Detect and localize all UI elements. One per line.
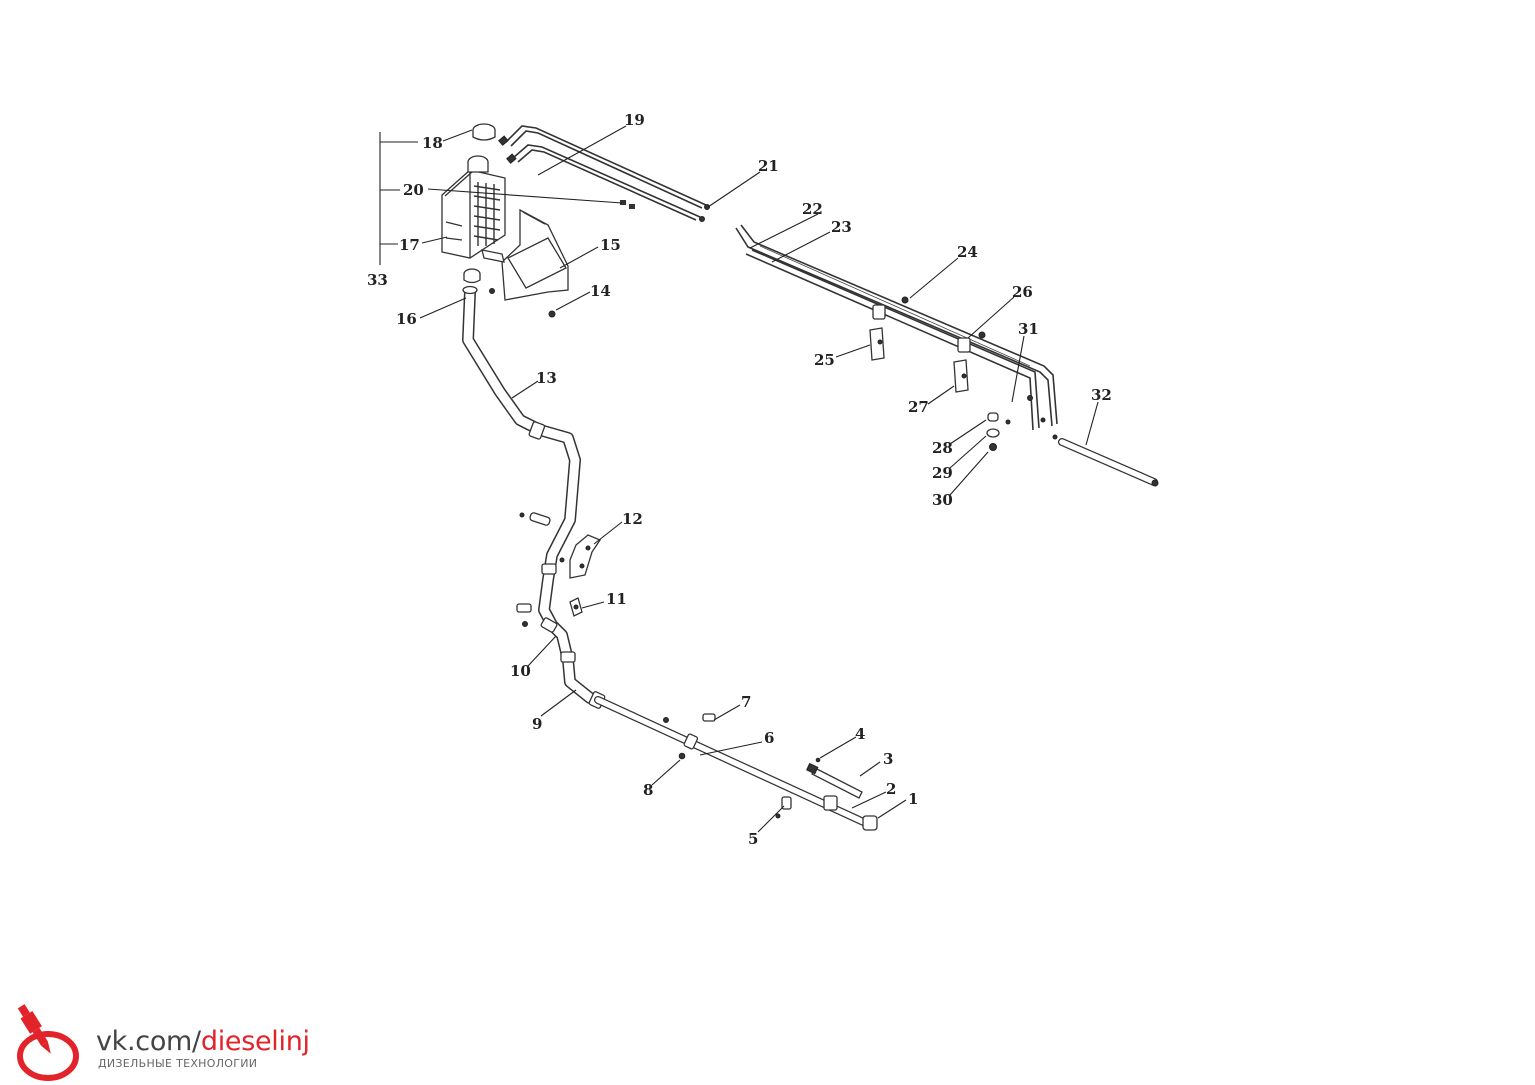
label-part-20: 20 — [403, 181, 424, 199]
label-part-7: 7 — [741, 693, 751, 711]
label-part-16: 16 — [396, 310, 417, 328]
label-part-23: 23 — [831, 218, 852, 236]
expansion-tank — [441, 155, 506, 259]
watermark-url-accent: dieselinj — [200, 1026, 310, 1057]
label-part-13: 13 — [536, 369, 557, 387]
watermark: vk.com/dieselinj ДИЗЕЛЬНЫЕ ТЕХНОЛОГИИ — [14, 1000, 314, 1084]
label-part-33: 33 — [367, 271, 388, 289]
label-part-18: 18 — [422, 134, 443, 152]
injector-logo-icon — [17, 1004, 79, 1081]
label-part-26: 26 — [1012, 283, 1033, 301]
radiator-cap — [472, 123, 496, 141]
small-parts-bottom — [678, 713, 863, 819]
label-part-2: 2 — [886, 780, 896, 798]
label-part-21: 21 — [758, 157, 779, 175]
assembly-bracket — [379, 132, 418, 265]
label-part-30: 30 — [932, 491, 953, 509]
label-part-9: 9 — [532, 715, 542, 733]
label-part-5: 5 — [748, 830, 758, 848]
label-part-28: 28 — [932, 439, 953, 457]
heater-pipes — [498, 125, 710, 222]
label-part-4: 4 — [855, 725, 865, 743]
label-part-15: 15 — [600, 236, 621, 254]
label-part-12: 12 — [622, 510, 643, 528]
label-part-1: 1 — [908, 790, 918, 808]
rail-fittings — [869, 296, 1046, 451]
watermark-url-prefix: vk.com/ — [96, 1026, 201, 1057]
loose-fittings — [516, 512, 551, 627]
label-part-17: 17 — [399, 236, 420, 254]
label-part-8: 8 — [643, 781, 653, 799]
tank-outlet-clamp — [463, 268, 481, 284]
part-labels: 1 2 3 4 5 6 7 8 9 10 11 12 13 14 15 16 1… — [367, 111, 1112, 848]
hose-clip — [569, 597, 583, 617]
label-part-14: 14 — [590, 282, 611, 300]
label-part-25: 25 — [814, 351, 835, 369]
watermark-subtitle: ДИЗЕЛЬНЫЕ ТЕХНОЛОГИИ — [98, 1057, 258, 1070]
label-part-10: 10 — [510, 662, 531, 680]
label-part-24: 24 — [957, 243, 978, 261]
label-part-29: 29 — [932, 464, 953, 482]
label-part-19: 19 — [624, 111, 645, 129]
hose-bracket — [559, 534, 601, 579]
leader-lines — [419, 125, 1099, 833]
label-part-31: 31 — [1018, 320, 1039, 338]
label-part-6: 6 — [764, 729, 774, 747]
lower-hose — [462, 285, 606, 709]
label-part-22: 22 — [802, 200, 823, 218]
bracket-bolt — [489, 288, 556, 318]
tank-bracket — [481, 208, 569, 301]
label-part-3: 3 — [883, 750, 893, 768]
straight-tube — [1052, 434, 1159, 487]
label-part-11: 11 — [606, 590, 627, 608]
bottom-pipe — [594, 696, 878, 831]
frame-rail — [735, 224, 1058, 431]
watermark-url: vk.com/dieselinj — [96, 1026, 310, 1057]
label-part-27: 27 — [908, 398, 929, 416]
label-part-32: 32 — [1091, 386, 1112, 404]
